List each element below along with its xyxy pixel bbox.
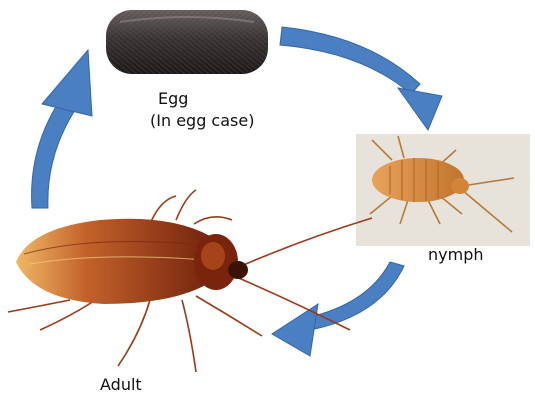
egg-case-image <box>106 10 268 74</box>
cycle-arrow <box>272 262 404 356</box>
cycle-arrow <box>32 50 92 208</box>
cycle-arrow <box>280 27 442 130</box>
egg-label-line2: (In egg case) <box>150 111 254 130</box>
adult-label: Adult <box>100 375 142 394</box>
egg-label-line1: Egg <box>158 89 188 108</box>
nymph-image <box>356 134 530 246</box>
adult-cockroach-image <box>8 190 372 372</box>
nymph-label: nymph <box>428 245 484 264</box>
